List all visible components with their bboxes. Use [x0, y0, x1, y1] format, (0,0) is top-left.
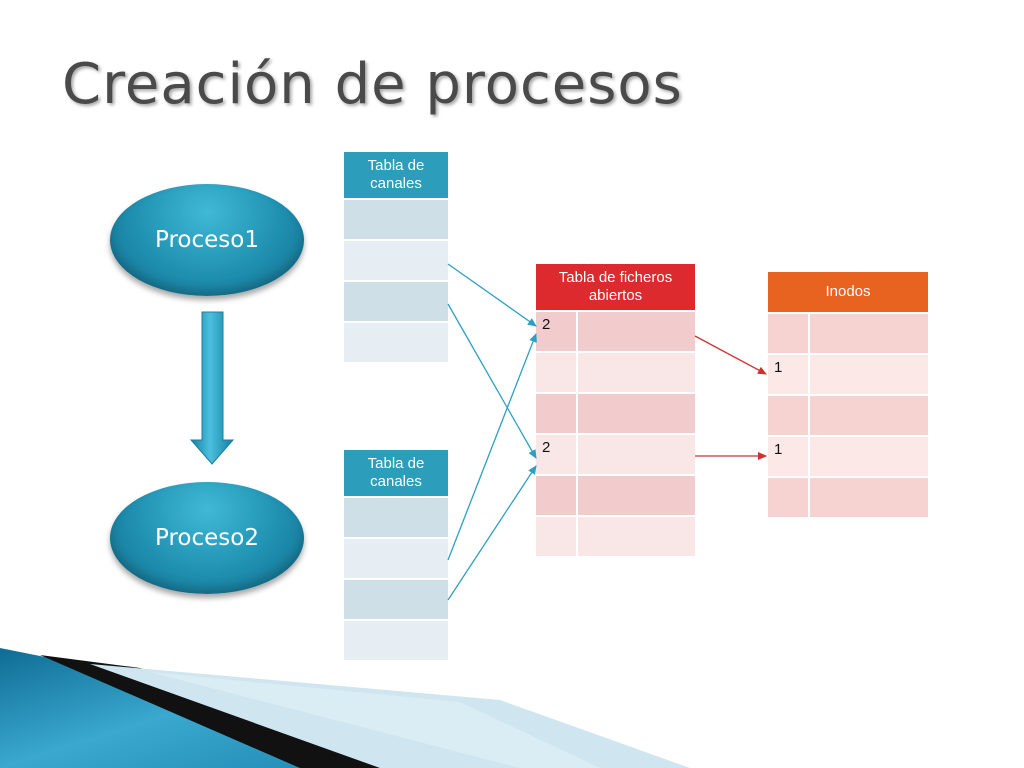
- process1-label: Proceso1: [155, 227, 259, 253]
- table-row: 2: [536, 433, 695, 474]
- table-row: [536, 351, 695, 392]
- channel1-row3-to-file4-arrow: [447, 303, 537, 459]
- table-cell: [576, 517, 695, 556]
- header-line: Tabla de: [367, 157, 425, 174]
- table-row: [344, 496, 448, 537]
- header-line: canales: [370, 473, 422, 490]
- channel2-row3-to-file4-arrow: [447, 465, 537, 601]
- header-line: abiertos: [588, 287, 643, 304]
- table-cell: [576, 394, 695, 433]
- table-row: [536, 392, 695, 433]
- table-cell: [576, 476, 695, 515]
- table-row: [344, 239, 448, 280]
- header-line: canales: [370, 175, 422, 192]
- table-cell: [808, 478, 928, 517]
- table-row: 1: [768, 435, 928, 476]
- down-arrow-icon: [189, 311, 235, 465]
- refcount-cell: 2: [542, 316, 551, 333]
- table-row: [768, 312, 928, 353]
- table-cell: [576, 312, 695, 351]
- table-row: [344, 619, 448, 660]
- process1-ellipse: Proceso1: [110, 184, 304, 296]
- table-cell: [808, 314, 928, 353]
- table-row: [344, 321, 448, 362]
- refcount-cell: 1: [774, 441, 783, 458]
- table-row: 1: [768, 353, 928, 394]
- table-row: [536, 474, 695, 515]
- table-cell: [576, 435, 695, 474]
- refcount-cell: 1: [774, 359, 783, 376]
- channel2-row2-to-file1-arrow: [447, 333, 537, 561]
- table-row: [768, 476, 928, 517]
- refcount-cell: 2: [542, 439, 551, 456]
- table-row: [344, 537, 448, 578]
- process2-label: Proceso2: [155, 525, 259, 551]
- table-cell: [576, 353, 695, 392]
- table-cell: [808, 355, 928, 394]
- slide-title: Creación de procesos: [62, 52, 683, 117]
- inodes-table: Inodos 1 1: [768, 272, 928, 517]
- header-line: Tabla de: [367, 455, 425, 472]
- table-row: [536, 515, 695, 556]
- file1-to-inode2-arrow: [694, 335, 767, 375]
- header-line: Tabla de ficheros: [558, 269, 673, 286]
- table-cell: [808, 396, 928, 435]
- table-row: 2: [536, 310, 695, 351]
- header-line: Inodos: [825, 283, 871, 300]
- table-row: [344, 198, 448, 239]
- table-row: [768, 394, 928, 435]
- inodes-table-header: Inodos: [768, 272, 928, 312]
- process2-ellipse: Proceso2: [110, 482, 304, 594]
- table-row: [344, 280, 448, 321]
- table-cell: [808, 437, 928, 476]
- channel1-row2-to-file1-arrow: [447, 263, 537, 327]
- table-row: [344, 578, 448, 619]
